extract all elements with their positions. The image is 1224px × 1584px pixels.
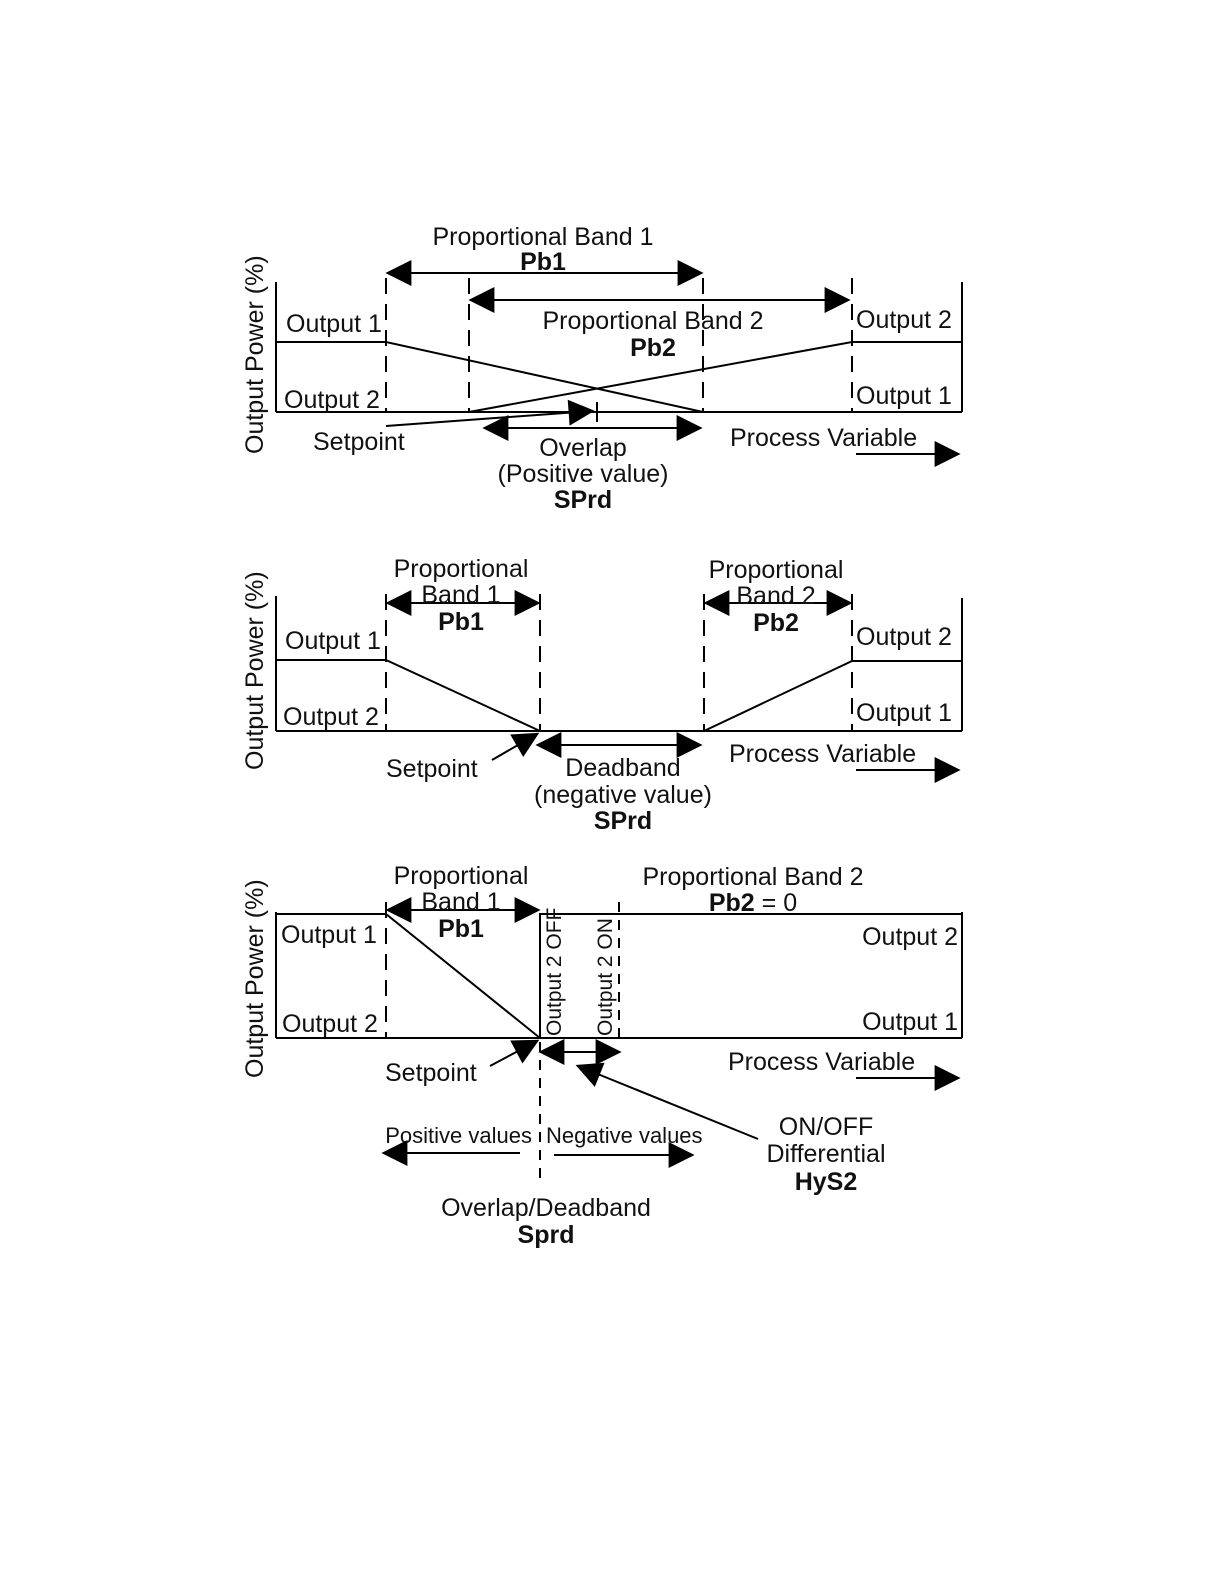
setpoint-label: Setpoint [385,1059,477,1087]
output2-on-label: Output 2 ON [594,918,617,1036]
output2-right-label: Output 2 [862,923,958,951]
setpoint-label: Setpoint [386,755,478,783]
y-axis-label: Output Power (%) [241,879,269,1078]
onoff-label: ON/OFF [779,1113,873,1141]
pb2-code: Pb2 [630,334,676,362]
setpoint-pointer [385,399,595,427]
overlap-label: Overlap [539,434,627,462]
setpoint-pointer [489,1039,540,1067]
pb2-code: Pb2 [709,889,755,917]
diagram-deadband: Output Power (%) Proportional Band 1 Pb1… [241,555,963,835]
pb1-title: Proportional Band 1 [433,223,654,251]
y-axis-label: Output Power (%) [241,255,269,454]
pb2-title-line2: Band 2 [736,582,815,610]
y-axis-label: Output Power (%) [241,571,269,770]
pb1-title-line2: Band 1 [421,888,500,916]
pb2-title: Proportional [709,556,844,584]
process-variable-label: Process Variable [729,740,916,768]
overlap-sublabel: (Positive value) [498,460,669,488]
pb1-title: Proportional [394,862,529,890]
overlap-deadband-label: Overlap/Deadband [441,1194,651,1222]
process-variable-label: Process Variable [730,424,917,452]
pb2-code: Pb2 [753,609,799,637]
pb2-title: Proportional Band 2 [543,307,764,335]
pb2-value: = 0 [755,889,797,917]
output1-right-label: Output 1 [856,382,952,410]
output2-right-label: Output 2 [856,623,952,651]
output1-left-label: Output 1 [286,310,382,338]
overlap-code: SPrd [554,486,612,514]
output2-left-label: Output 2 [284,386,380,414]
negative-values-label: Negative values [546,1123,703,1148]
pb1-title: Proportional [394,555,529,583]
deadband-label: Deadband [565,754,680,782]
deadband-code: SPrd [594,807,652,835]
output2-right-label: Output 2 [856,306,952,334]
positive-values-label: Positive values [385,1123,532,1148]
pb1-title-line2: Band 1 [421,581,500,609]
pb2-equation: Pb2 = 0 [709,889,797,917]
output2-left-label: Output 2 [283,703,379,731]
deadband-sublabel: (negative value) [534,781,712,809]
pb1-code: Pb1 [438,608,484,636]
output1-right-label: Output 1 [856,699,952,727]
overlap-deadband-code: Sprd [518,1221,575,1249]
diagram-onoff: Output Power (%) Proportional Band 1 Pb1… [241,862,963,1249]
setpoint-pointer [491,732,540,761]
output1-left-label: Output 1 [281,921,377,949]
diagram-overlap: Output Power (%) Proportional Band 1 Pb1… [241,223,963,514]
pb2-title: Proportional Band 2 [643,863,864,891]
output1-left-label: Output 1 [285,627,381,655]
output2-left-label: Output 2 [282,1010,378,1038]
process-variable-label: Process Variable [728,1048,915,1076]
onoff-sublabel: Differential [766,1140,885,1168]
output1-right-label: Output 1 [862,1008,958,1036]
setpoint-label: Setpoint [313,428,405,456]
output2-off-label: Output 2 OFF [543,908,566,1036]
pb1-code: Pb1 [438,915,484,943]
pb1-code: Pb1 [520,248,566,276]
onoff-code: HyS2 [795,1168,858,1196]
onoff-pointer [575,1062,759,1140]
